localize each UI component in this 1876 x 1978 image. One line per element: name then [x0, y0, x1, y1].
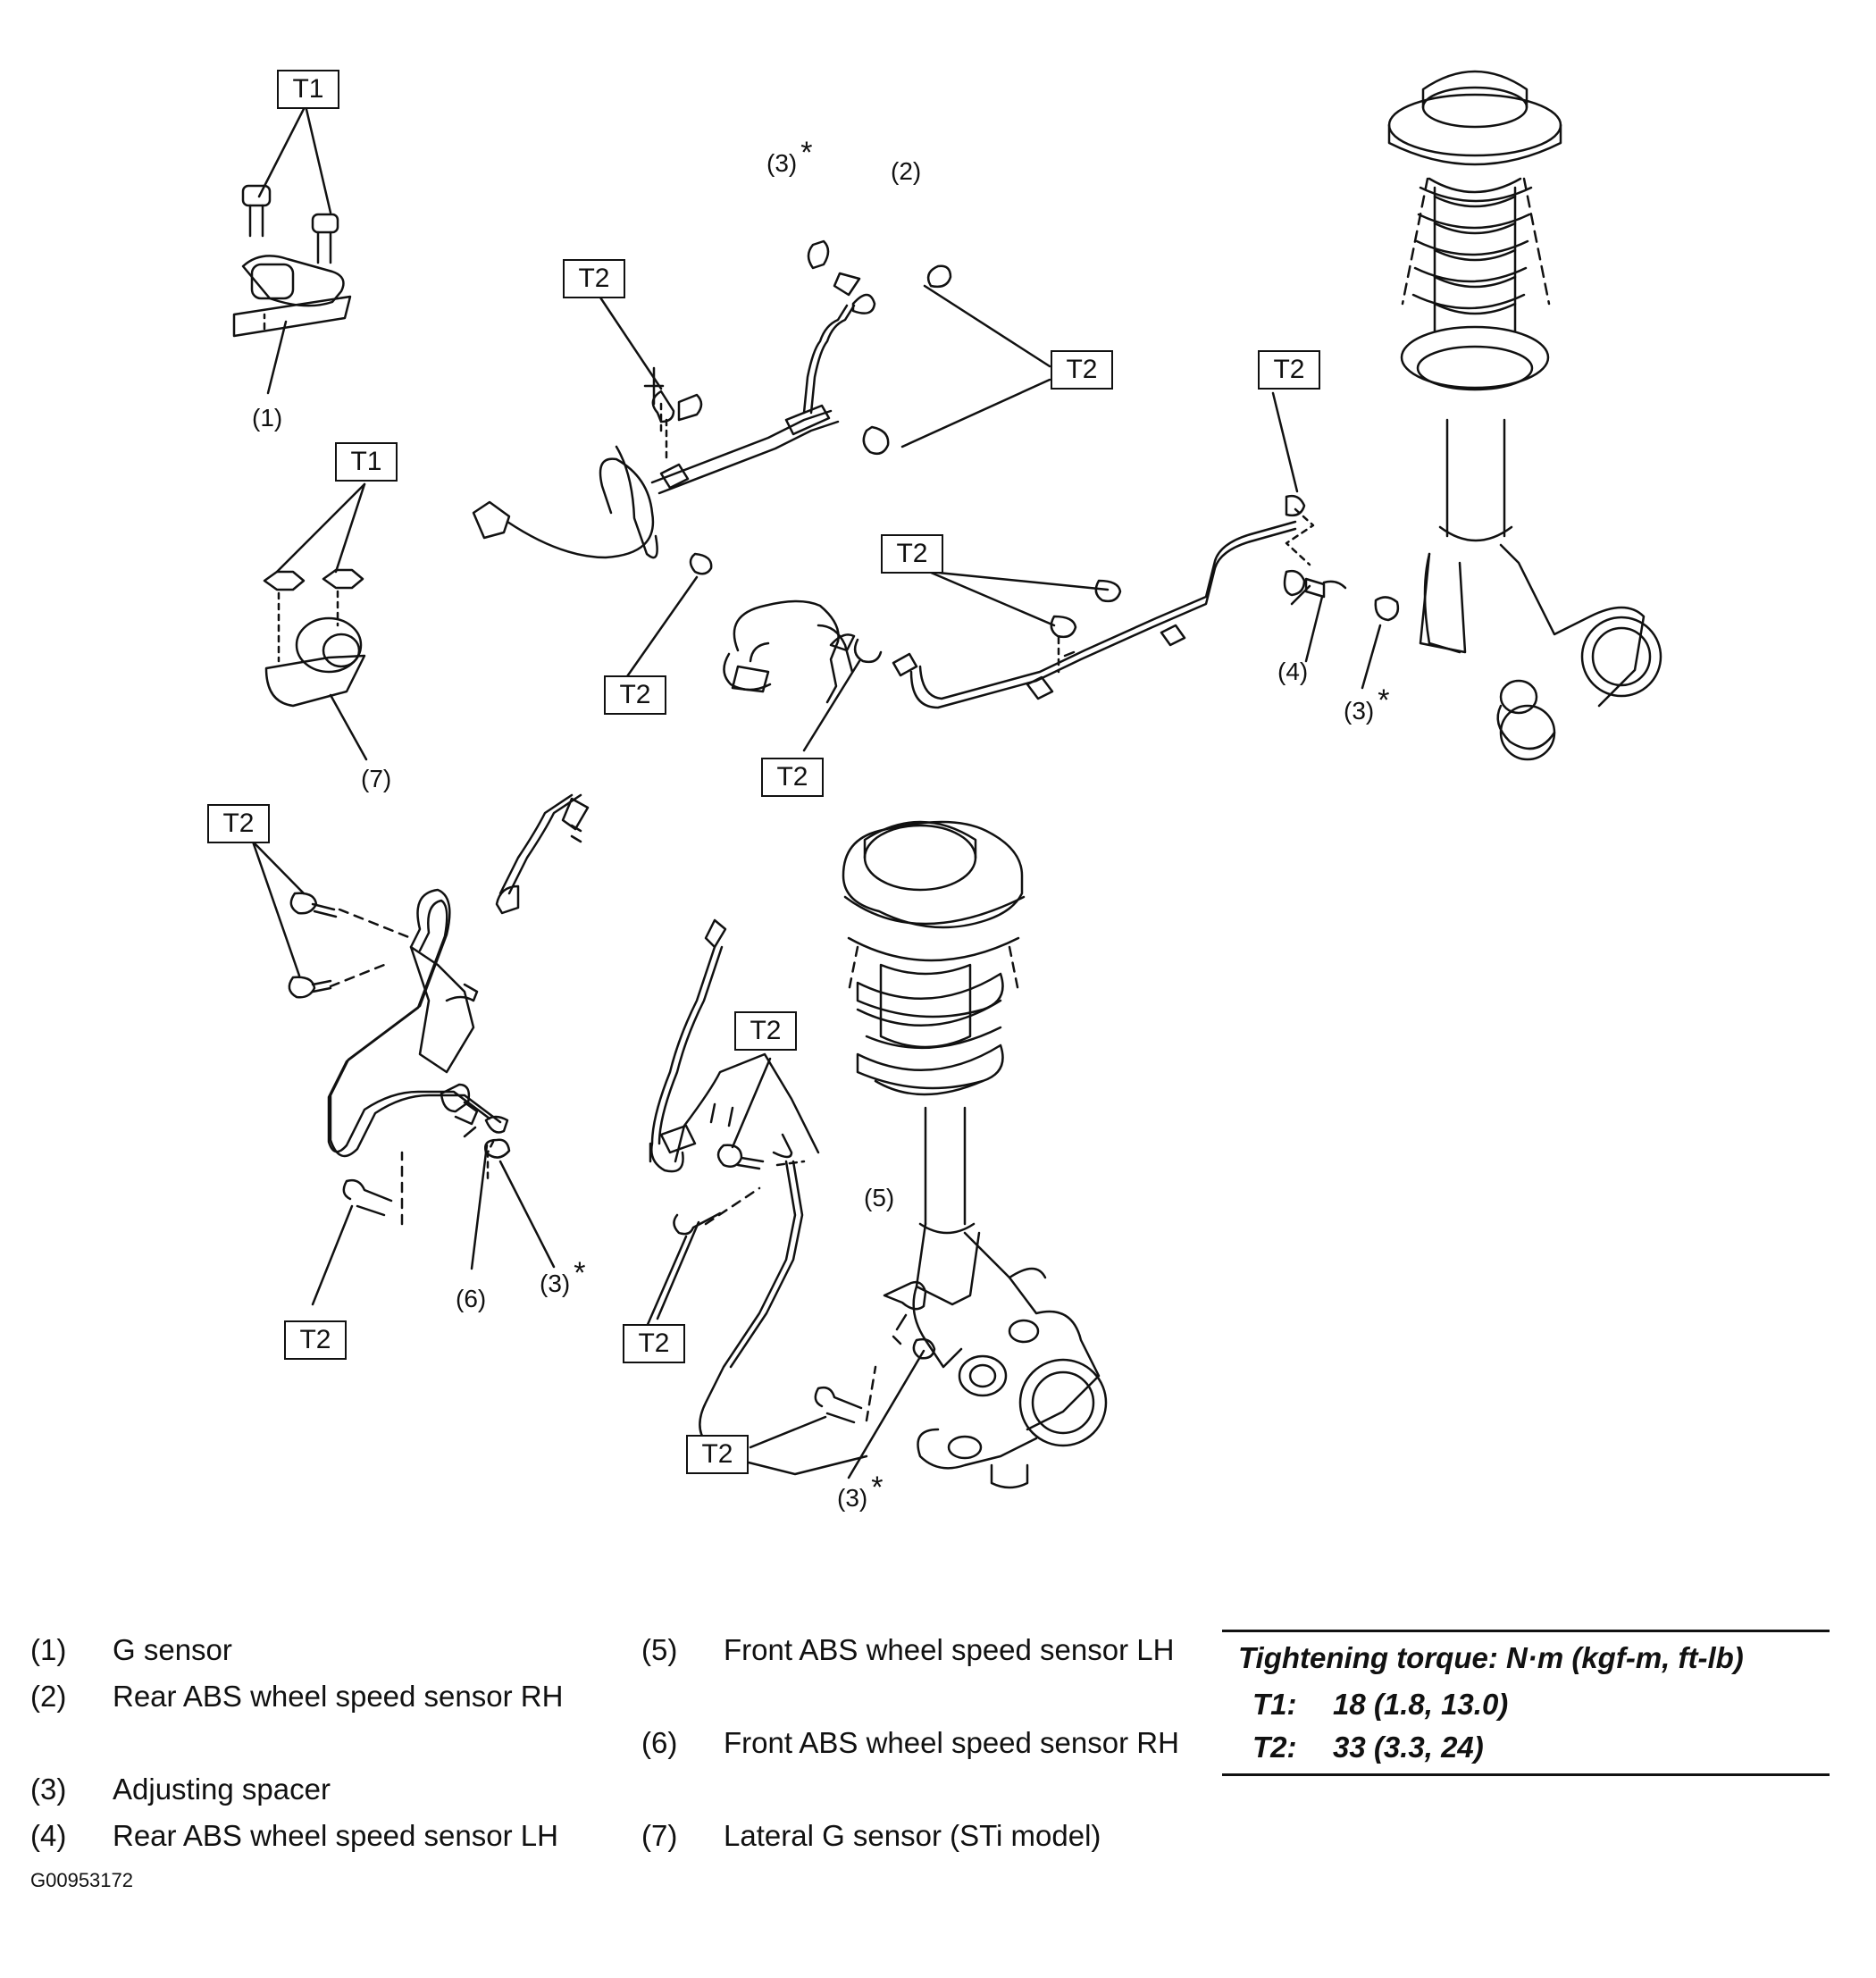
torque-spec-value: 18 (1.8, 13.0)	[1333, 1688, 1509, 1721]
g-sensor-part	[232, 104, 352, 395]
torque-label-t2: T2	[734, 1011, 797, 1051]
torque-label-t2: T2	[284, 1320, 347, 1360]
front-rh-sensor-part	[251, 793, 590, 1306]
rear-lh-sensor-part	[723, 391, 1400, 752]
torque-spec-key: T1:	[1252, 1688, 1297, 1721]
torque-label-t2: T2	[623, 1324, 685, 1363]
exploded-parts-diagram	[232, 70, 1662, 1489]
rear-rh-sensor-part	[472, 239, 1051, 681]
parts-legend-left: (1) G sensor (2) Rear ABS wheel speed se…	[30, 1633, 564, 1852]
torque-spec-value: 33 (3.3, 24)	[1333, 1731, 1484, 1764]
callout-6: (6)	[456, 1285, 487, 1312]
torque-label-t2: T2	[1258, 350, 1320, 390]
rear-strut-assembly	[1387, 70, 1662, 761]
callout-3: (3)*	[837, 1471, 884, 1512]
callout-3: (3)*	[766, 136, 813, 177]
asterisk-mark: *	[574, 1256, 586, 1290]
asterisk-mark: *	[1378, 683, 1390, 717]
torque-label-t2: T2	[761, 758, 824, 797]
lateral-g-sensor-part	[263, 482, 368, 761]
front-lh-sensor-part	[641, 918, 936, 1479]
callout-3: (3)*	[540, 1256, 586, 1297]
callout-7: (7)	[361, 765, 392, 792]
torque-label-t1: T1	[277, 70, 339, 109]
callout-2: (2)	[891, 157, 922, 185]
callout-5: (5)	[864, 1184, 895, 1211]
torque-label-t2: T2	[1051, 350, 1113, 390]
asterisk-mark: *	[871, 1471, 884, 1504]
torque-spec-title: Tightening torque: N·m (kgf-m, ft-lb)	[1238, 1641, 1744, 1674]
torque-spec-key: T2:	[1252, 1731, 1297, 1764]
torque-label-t2: T2	[207, 804, 270, 843]
torque-label-t2: T2	[686, 1435, 749, 1474]
torque-label-t1: T1	[335, 442, 398, 482]
callout-4: (4)	[1277, 658, 1309, 685]
torque-label-t2: T2	[881, 534, 943, 574]
torque-label-t2: T2	[563, 259, 625, 298]
torque-label-t2: T2	[604, 675, 666, 715]
parts-legend-right: (5) Front ABS wheel speed sensor LH (6) …	[641, 1633, 1179, 1852]
figure-id: G00953172	[30, 1869, 133, 1891]
tightening-torque-spec: Tightening torque: N·m (kgf-m, ft-lb) T1…	[1222, 1630, 1830, 1776]
callout-3: (3)*	[1344, 683, 1390, 725]
front-strut-assembly	[842, 820, 1108, 1489]
asterisk-mark: *	[800, 136, 813, 170]
callout-1: (1)	[252, 404, 283, 432]
